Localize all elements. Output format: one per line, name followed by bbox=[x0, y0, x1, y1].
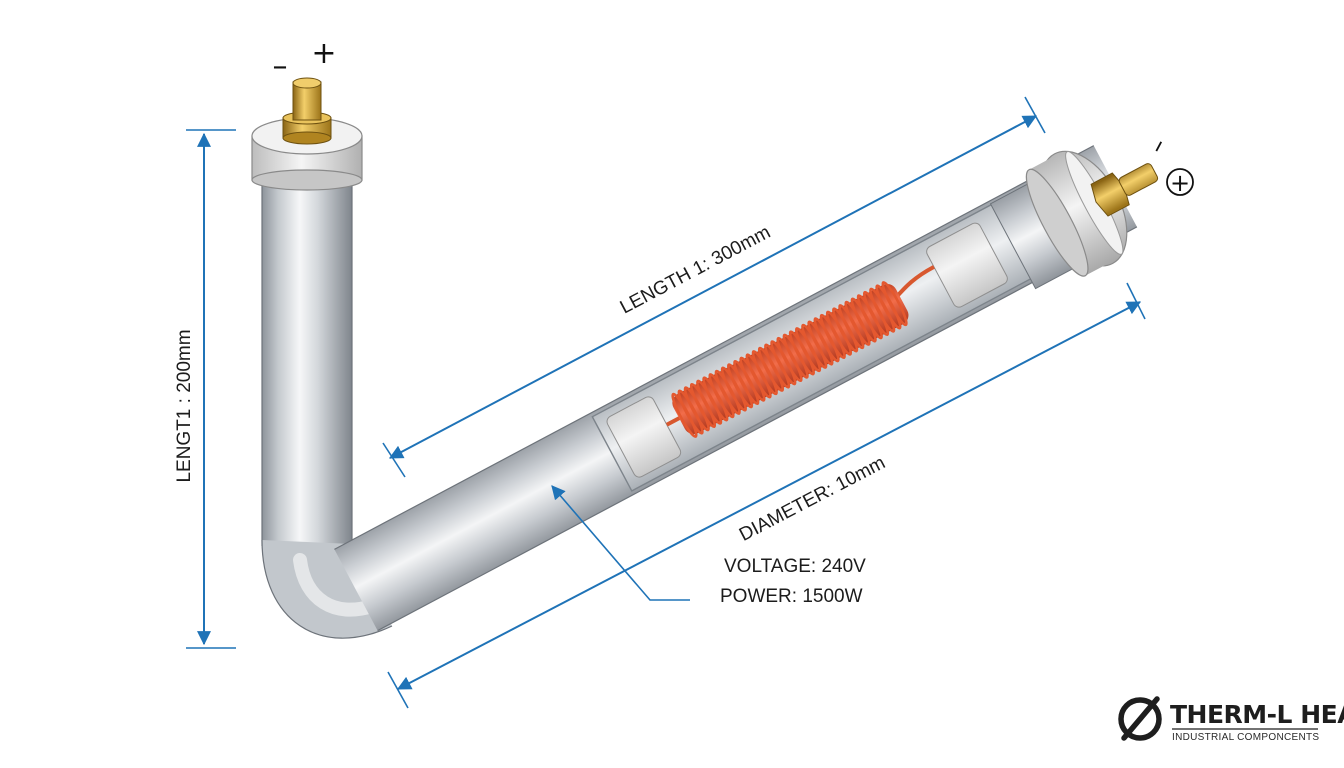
right-minus-sign: – bbox=[1142, 133, 1175, 159]
dimension-vertical: LENGT1 : 200mm bbox=[174, 129, 236, 649]
slashed-circle-logo-icon bbox=[1118, 697, 1162, 741]
terminal-right bbox=[1090, 163, 1159, 217]
top-minus-sign: – bbox=[273, 49, 288, 84]
plus-circle-icon bbox=[1166, 168, 1194, 196]
top-plus-sign: + bbox=[311, 36, 336, 71]
vertical-tube bbox=[262, 176, 352, 546]
brand-name: THERM-L HEAT bbox=[1170, 700, 1344, 729]
power-label: POWER: 1500W bbox=[720, 586, 863, 607]
spec-callout: VOLTAGE: 240V POWER: 1500W bbox=[551, 485, 866, 607]
brand-logo: THERM-L HEAT INDUSTRIAL COMPONCENTS bbox=[1118, 696, 1344, 743]
heating-coil bbox=[671, 281, 908, 438]
voltage-label: VOLTAGE: 240V bbox=[724, 556, 866, 577]
heating-element bbox=[251, 77, 1159, 639]
vertical-length-label: LENGT1 : 200mm bbox=[174, 329, 195, 482]
coil-turn bbox=[881, 281, 908, 327]
inner-ceramic-right bbox=[926, 222, 1008, 308]
right-plus-sign: + bbox=[1170, 169, 1190, 197]
diameter-label: DIAMETER: 10mm bbox=[736, 452, 889, 545]
terminal-top bbox=[282, 77, 332, 145]
diagonal-length-label: LENGTH 1: 300mm bbox=[617, 222, 774, 319]
brand-tagline: INDUSTRIAL COMPONCENTS bbox=[1172, 732, 1319, 743]
